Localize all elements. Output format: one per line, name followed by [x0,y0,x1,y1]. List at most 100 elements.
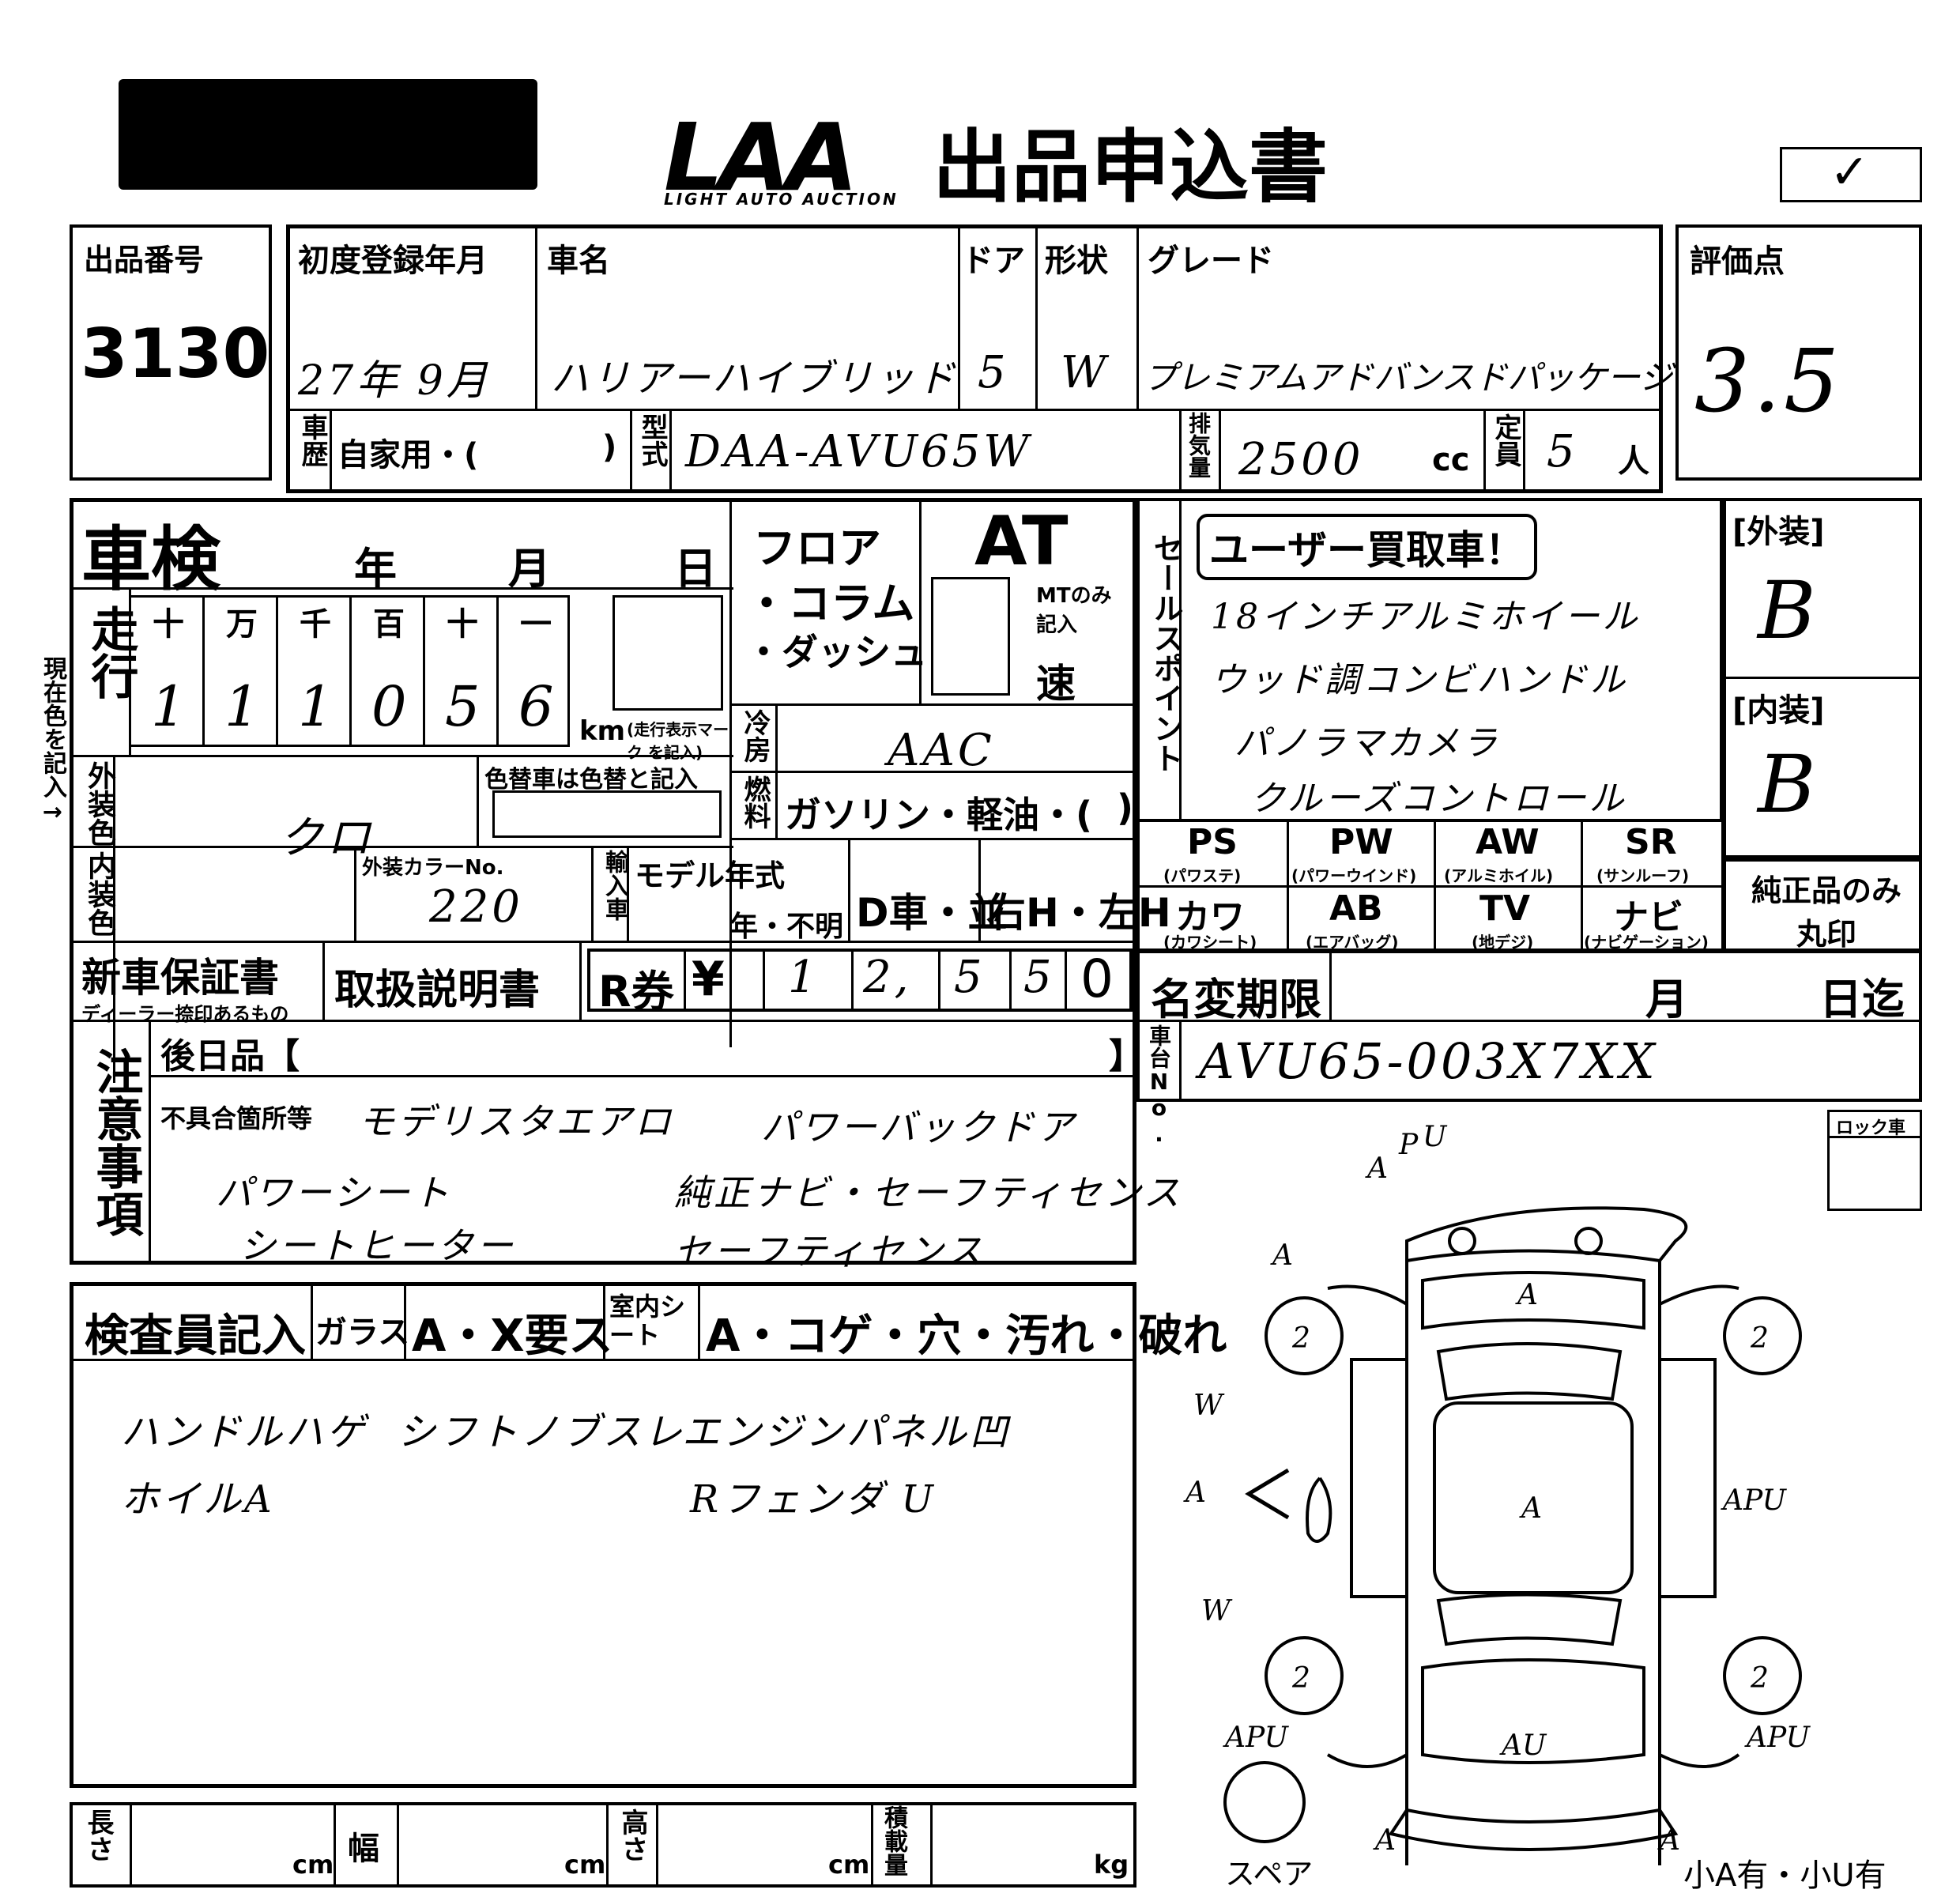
mark-windshield: W [1193,1390,1225,1422]
cm-unit: cm [292,1850,334,1880]
check-box[interactable]: ✓ [1780,145,1922,202]
headlight-right [1574,1227,1603,1255]
genuine-label: 純正品のみ 丸印 [1751,873,1902,952]
height-label: 高さ [616,1808,648,1862]
equip-ab[interactable]: AB [1329,888,1383,929]
tire-depth: 2 [1750,1322,1769,1355]
equip-navi[interactable]: ナビ [1614,897,1683,937]
wheel-rear-right [1723,1636,1802,1715]
model-value: DAA-AVU65W [685,426,1032,477]
yen-sign: ¥ [692,952,725,1007]
mt-speed-box[interactable] [931,577,1010,696]
wheel-rear-left [1265,1636,1344,1715]
trunk [1421,1658,1645,1764]
model-year-label: モデル年式 [635,858,786,893]
digit-value: 1 [224,674,263,739]
digit-label: 千 [300,606,331,643]
exterior-grade-label: [外装] [1732,514,1825,550]
dealer-option[interactable]: D車・並 [856,890,1008,936]
shift-dash[interactable]: ・ダッシュ [745,631,927,673]
interior-label: 内装色 [83,851,115,937]
lock-box[interactable]: ロック車 [1827,1110,1922,1211]
inspection-label: 車検 [81,519,221,600]
later-label: 後日品【 [160,1036,300,1077]
exterior-value: クロ [279,813,374,864]
equip-sub: (エアバッグ) [1306,933,1399,952]
tire-depth: 2 [1291,1662,1310,1695]
equip-tv[interactable]: TV [1479,888,1531,929]
odometer: 十 万 千 百 十 一 1 1 1 0 5 6 [129,595,595,747]
inspector-remark: シフトノブスレ [398,1410,686,1454]
left-doors [1350,1358,1408,1598]
windshield [1436,1342,1623,1401]
equip-aw[interactable]: AW [1476,822,1540,862]
grades-box: [外装] B [内装] B [1723,498,1922,858]
mark-front: U [1423,1122,1448,1153]
equip-sr[interactable]: SR [1625,822,1677,862]
displacement-value: 2500 [1238,434,1364,485]
equip-ps[interactable]: PS [1187,822,1238,862]
mileage-unit: km [579,715,626,747]
tire-depth: 2 [1750,1662,1769,1695]
front-bumper [1405,1206,1688,1263]
inspector-remark: ホイルA [121,1477,275,1522]
sales-point-label: セールスポイント [1148,533,1183,773]
interior-grade-label: [内装] [1732,692,1825,729]
shift-column[interactable]: ・コラム [745,579,915,628]
recycle-digit: 5 [954,952,986,1003]
buyback-stamp: ユーザー買取車！ [1197,514,1537,580]
seat-value[interactable]: A・コゲ・穴・汚れ・破れ [706,1311,1227,1362]
dims-box: 長さ cm 幅 cm 高さ cm 積載量 kg [70,1802,1136,1888]
warranty-label[interactable]: 新車保証書 [81,955,279,1001]
displacement-label: 排気量 [1185,412,1212,478]
history-value: 自家用・( [337,437,479,473]
load-label: 積載量 [880,1805,907,1876]
digit-label: 十 [153,606,184,643]
repaint-note: 色替車は色替と記入 [484,766,698,794]
right-front-fender [1659,1284,1740,1306]
digit-value: 1 [151,674,190,739]
seat-label: 室内シート [609,1292,686,1350]
redacted-block [119,79,537,190]
note-item: セーフティセンス [674,1230,986,1273]
mileage-mark-box[interactable] [612,595,723,711]
recycle-digit: 5 [1023,952,1055,1003]
glass-value[interactable]: A・X要ス [412,1311,613,1362]
equip-sub: (アルミホイル) [1444,866,1554,885]
right-rear-fender [1659,1753,1740,1768]
interior-grade: B [1758,738,1819,831]
equip-leather[interactable]: カワ [1175,897,1245,937]
door-value: 5 [978,347,1009,398]
recycle-label: R券 [598,967,674,1016]
spare-tire [1223,1761,1306,1843]
inspector-box: 検査員記入 ガラス A・X要ス 室内シート A・コゲ・穴・汚れ・破れ ハンドルハ… [70,1282,1227,1788]
equip-pw[interactable]: PW [1329,822,1393,862]
defect-label: 不具合箇所等 [160,1103,313,1133]
manual-label[interactable]: 取扱説明書 [334,967,541,1014]
mileage-note: (走行表示マーク を記入) [627,720,729,762]
note-item: パワーシート [216,1171,453,1214]
repaint-box[interactable] [492,790,722,838]
headlight-left [1448,1227,1476,1255]
mark-roof: A [1519,1492,1542,1525]
shift-floor[interactable]: フロア [753,523,881,573]
fuel-value: ガソリン・軽油・( [785,794,1093,836]
recycle-digit: 1 [788,952,820,1003]
grade-label: グレード [1148,243,1274,279]
mark-rear-left: APU [1223,1722,1290,1754]
equipment-box: PS (パワステ) PW (パワーウインド) AW (アルミホイル) SR (サ… [1136,819,1724,952]
inspector-remark: Rフェンダ U [690,1477,937,1522]
recycle-digit: 0 [1080,948,1114,1009]
recycle-digit: 2, [863,952,912,1003]
roof [1433,1401,1634,1594]
name-change-label: 名変期限 [1151,975,1321,1024]
lock-label: ロック車 [1836,1118,1906,1138]
name-change-box: 名変期限 月 日迄 車台No. AVU65-003X7XX [1136,950,1922,1147]
equip-sub: (ナビゲーション) [1584,933,1709,952]
equip-sub: (サンルーフ) [1596,866,1690,885]
registration-box: 初度登録年月 車名 ドア 形状 グレード 27年 9月 ハリアーハイブリッド 5… [286,224,1672,493]
rear-window [1436,1593,1623,1646]
name-change-month: 月 [1645,975,1688,1024]
handle-option[interactable]: 右H・左H [986,890,1171,936]
mark-front: P [1398,1129,1419,1161]
